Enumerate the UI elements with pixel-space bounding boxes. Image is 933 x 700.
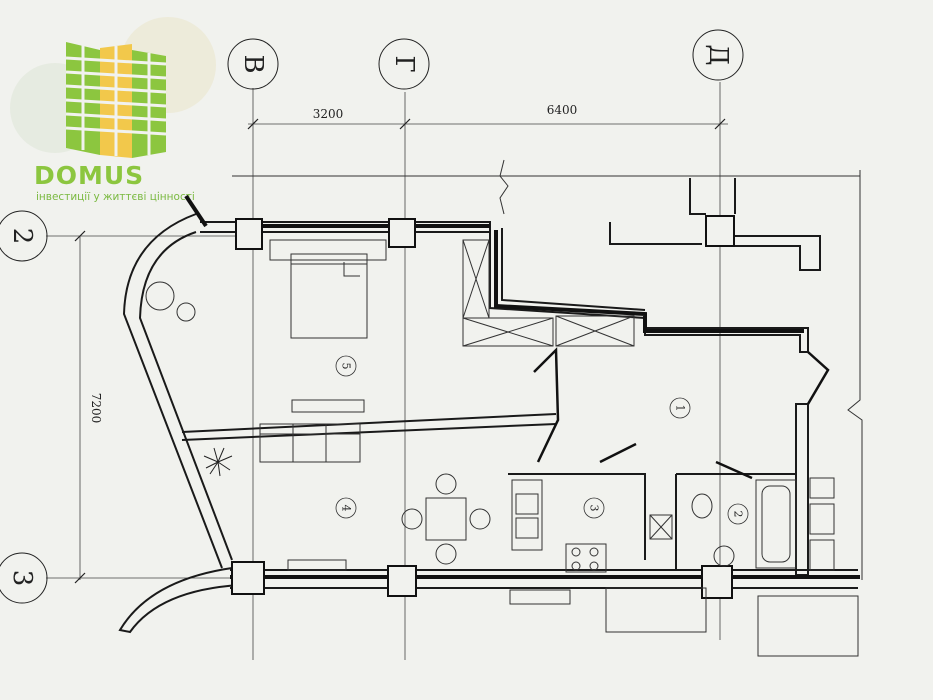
plant-icon [203,447,233,477]
dimension-ticks [74,118,726,584]
dimension-7200: 7200 [89,393,103,424]
window-sills [509,587,859,657]
dimension-3200: 3200 [313,107,344,121]
kitchen-unit [511,479,607,573]
room-number-5: 5 [340,363,353,370]
room-number-4: 4 [340,505,353,512]
doors [533,347,830,480]
axis-bubble-d: Д [692,29,744,81]
room-number-3: 3 [588,505,601,512]
bed [269,239,387,339]
tv-stand [287,399,365,571]
axis-bubble-3: 3 [0,552,48,604]
sofa [259,423,361,463]
vent-shafts [462,239,673,540]
structural-columns [231,215,735,599]
axis-label: Г [389,55,419,72]
armchair [145,281,196,322]
axis-bubble-g: Г [378,38,430,90]
building-icon [65,42,167,158]
axis-label: Д [703,44,733,65]
logo-wordmark: DOMUS [34,161,144,190]
logo-tagline: інвестиції у життєві цінності [36,191,195,203]
window-edge [232,159,863,580]
domus-logo: DOMUS інвестиції у життєві цінності [10,17,216,203]
exterior-walls [184,194,860,579]
axis-bubble-v: В [227,38,279,90]
room-number-1: 1 [674,405,687,412]
bathroom-fixtures [691,477,835,571]
axis-label: 2 [7,228,37,245]
room-number-2: 2 [732,511,745,518]
room-labels: 5 1 4 3 2 [335,355,749,525]
dimension-6400: 6400 [547,103,578,117]
dining-table [401,473,491,565]
axis-label: В [238,54,268,73]
axis-label: 3 [7,570,37,587]
axis-bubble-2: 2 [0,210,48,262]
